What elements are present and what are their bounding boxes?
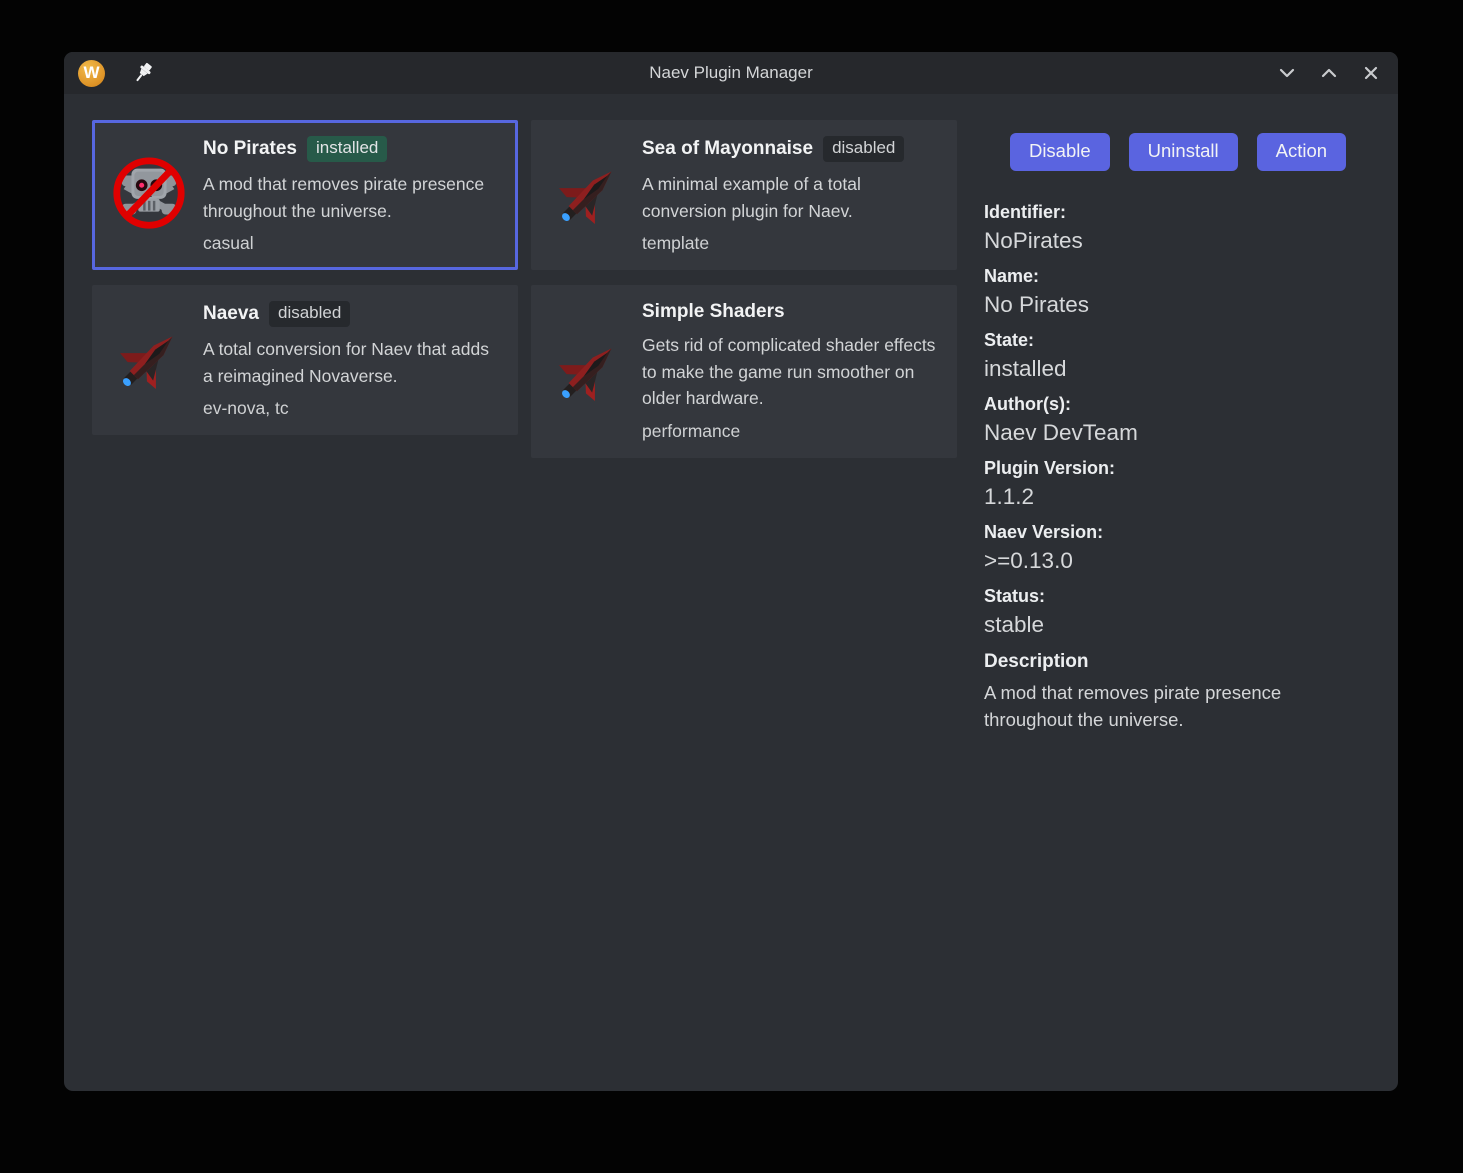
authors-value: Naev DevTeam [984,420,1138,445]
name-value: No Pirates [984,292,1090,317]
plugin-tags: ev-nova, tc [203,398,289,419]
plugin-name: Simple Shaders [642,301,785,323]
plugin-description: A minimal example of a total conversion … [642,174,861,221]
titlebar: W Naev Plugin Manager [64,52,1398,94]
status-badge: installed [306,136,388,162]
naev-version-value: >=0.13.0 [984,548,1073,573]
plugin-name: No Pirates [203,138,297,159]
state-value: installed [984,356,1067,381]
plugin-card-simple-shaders[interactable]: Simple Shaders Gets rid of complicated s… [531,285,957,458]
close-button[interactable] [1358,60,1384,86]
chevron-down-icon [1279,68,1295,78]
plugin-description: A total conversion for Naev that adds a … [203,339,489,386]
plugin-card-sea-of-mayonnaise[interactable]: Sea of Mayonnaise disabled A minimal exa… [531,120,957,271]
plugin-list: No Pirates installed A mod that removes … [92,120,957,458]
spaceship-icon [549,156,627,235]
plugin-card-no-pirates[interactable]: No Pirates installed A mod that removes … [92,120,518,271]
plugin-tags: template [642,233,710,254]
status-badge: disabled [269,301,351,328]
uninstall-button[interactable]: Uninstall [1128,133,1238,171]
plugin-version-value: 1.1.2 [984,484,1035,509]
plugin-description: A mod that removes pirate presence throu… [203,174,485,221]
description-value: A mod that removes pirate presence throu… [984,682,1282,730]
action-button[interactable]: Action [1256,133,1347,171]
chevron-up-icon [1321,68,1337,78]
detail-panel: Disable Uninstall Action Identifier: NoP… [957,120,1374,734]
plugin-name: Naeva [203,303,259,325]
plugin-details: Identifier: NoPirates Name: No Pirates S… [984,202,1372,734]
spaceship-icon [549,332,627,411]
pushpin-icon[interactable] [131,61,155,85]
identifier-value: NoPirates [984,228,1083,253]
plugin-card-naeva[interactable]: Naeva disabled A total conversion for Na… [92,285,518,436]
spaceship-icon [110,321,188,400]
plugin-description: Gets rid of complicated shader effects t… [642,335,936,409]
name-label: Name: [984,266,1040,286]
action-buttons: Disable Uninstall Action [984,133,1372,171]
status-badge: disabled [823,136,905,162]
naev-version-label: Naev Version: [984,522,1104,542]
app-window: W Naev Plugin Manager [64,52,1398,1091]
status-label: Status: [984,586,1046,606]
plugin-tags: performance [642,420,741,441]
window-controls [1274,60,1384,86]
close-icon [1364,66,1378,80]
state-label: State: [984,330,1035,350]
disable-button[interactable]: Disable [1009,133,1110,171]
no-pirates-skull-icon [110,156,188,234]
plugin-version-label: Plugin Version: [984,458,1116,478]
identifier-label: Identifier: [984,202,1067,222]
plugin-tags: casual [203,233,254,254]
window-title: Naev Plugin Manager [649,63,813,82]
minimize-button[interactable] [1274,60,1300,86]
maximize-button[interactable] [1316,60,1342,86]
main-content: No Pirates installed A mod that removes … [64,94,1398,734]
authors-label: Author(s): [984,394,1071,414]
app-logo-icon: W [78,59,105,87]
plugin-name: Sea of Mayonnaise [642,138,814,159]
status-value: stable [984,612,1045,637]
description-label: Description [984,651,1089,672]
